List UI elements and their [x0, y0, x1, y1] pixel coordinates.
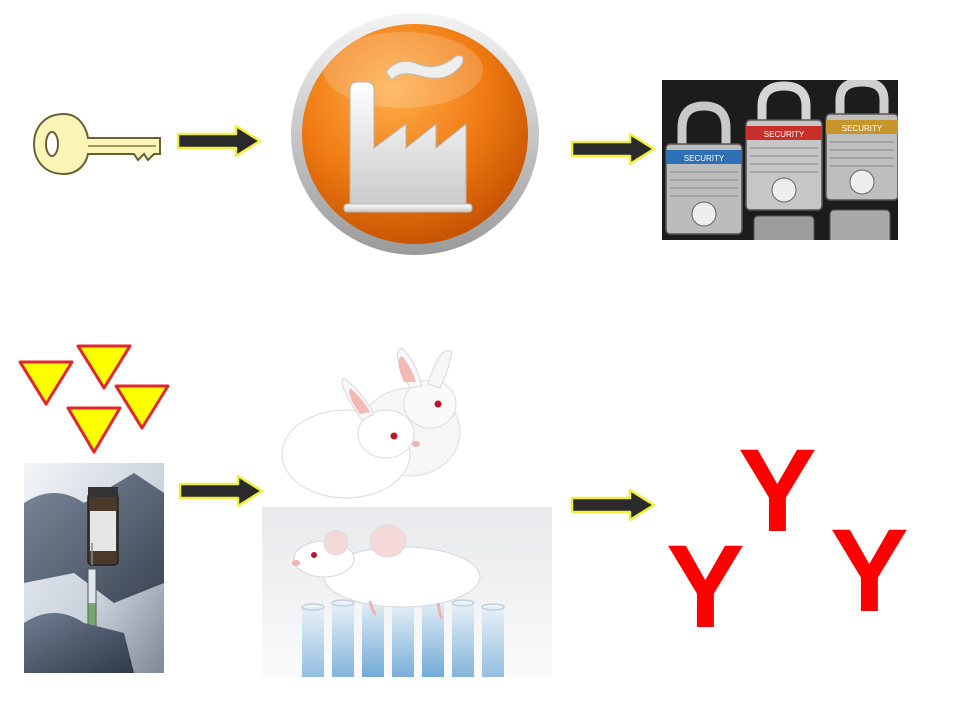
right-arrow-icon	[570, 488, 658, 522]
triangle-icon	[66, 406, 122, 454]
padlock-label: SECURITY	[684, 154, 725, 163]
padlock-label: SECURITY	[764, 130, 805, 139]
mouse	[292, 524, 481, 620]
factory-icon	[288, 10, 543, 258]
triangle-icon	[76, 344, 132, 390]
triangle-icon	[114, 384, 170, 430]
right-arrow-icon	[570, 132, 658, 166]
antibody-y-icon: Y	[666, 521, 745, 653]
padlock-label: SECURITY	[842, 124, 883, 133]
padlock-blue: SECURITY	[665, 101, 743, 235]
mouse-test-tubes-image	[262, 507, 552, 677]
antigen-triangles	[16, 342, 176, 460]
triangle-icon	[18, 360, 74, 406]
padlock-red: SECURITY	[745, 81, 823, 211]
right-arrow-icon	[178, 474, 266, 508]
right-arrow-icon	[176, 124, 264, 158]
antibody-y-icon: Y	[738, 425, 817, 557]
syringe-vial-image	[24, 463, 164, 673]
rabbits-image	[270, 342, 485, 502]
antibody-y-icon: Y	[830, 505, 909, 637]
padlock-gold: SECURITY	[825, 80, 898, 201]
test-tubes	[301, 595, 505, 677]
padlocks-image: SECURITY SECURITY SECURITY	[662, 80, 898, 240]
key-icon	[30, 108, 165, 180]
